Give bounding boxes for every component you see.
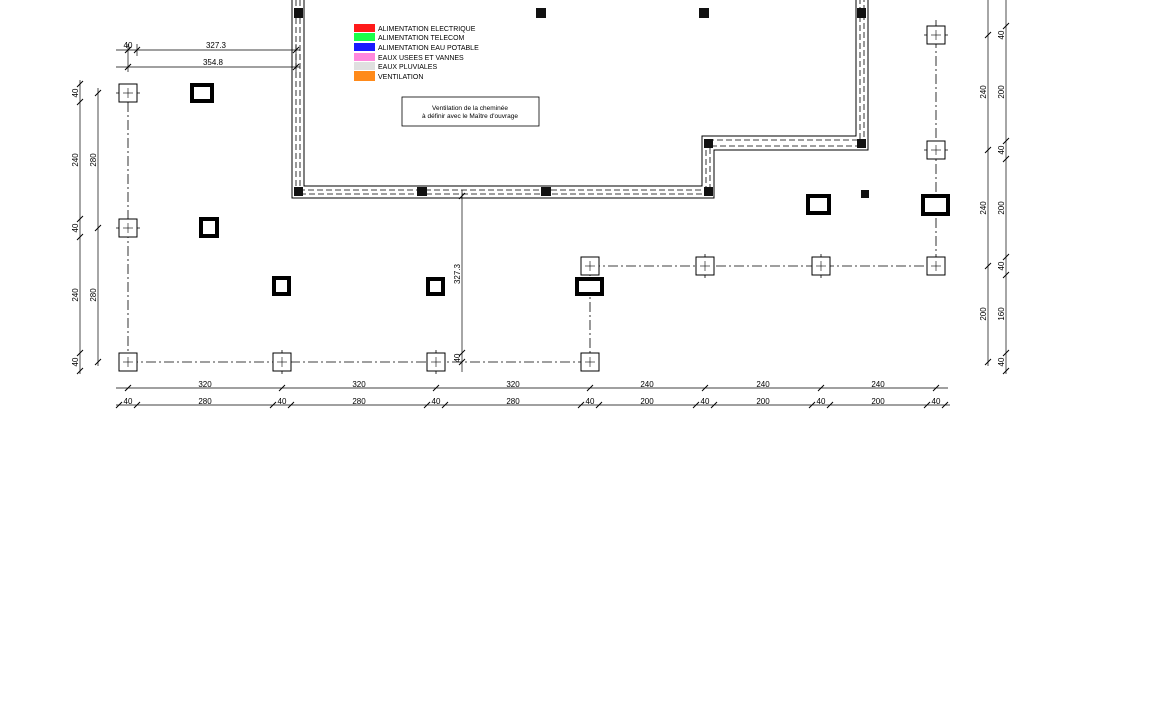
dim-label: 240	[71, 288, 80, 302]
thick-openings	[190, 83, 950, 296]
wall-post	[417, 187, 427, 196]
dim-label: 280	[198, 397, 212, 406]
dim-label: 40	[997, 261, 1006, 270]
wall-post	[536, 8, 546, 18]
legend-label: ALIMENTATION EAU POTABLE	[378, 45, 479, 52]
dim-label: 40	[71, 223, 80, 232]
dim-label: 327.3	[453, 263, 462, 284]
note-line-1: Ventilation de la cheminée	[432, 105, 508, 112]
wall-post	[699, 8, 709, 18]
legend-swatch-water	[354, 43, 375, 51]
wall-post	[704, 139, 713, 148]
wall-post	[294, 187, 303, 196]
legend-label: ALIMENTATION TELECOM	[378, 35, 465, 42]
dim-label: 40	[453, 353, 462, 362]
legend: ALIMENTATION ELECTRIQUE ALIMENTATION TEL…	[354, 24, 479, 81]
dim-label: 40	[124, 41, 133, 50]
opening	[190, 83, 214, 103]
dim-label: 40	[997, 357, 1006, 366]
wall-posts	[294, 8, 869, 198]
dim-label: 40	[997, 145, 1006, 154]
dim-label: 40	[432, 397, 441, 406]
legend-label: VENTILATION	[378, 74, 423, 81]
dim-label: 40	[124, 397, 133, 406]
dim-label: 320	[198, 380, 212, 389]
legend-swatch-wastewater	[354, 53, 375, 61]
opening	[426, 277, 445, 296]
dim-label: 280	[352, 397, 366, 406]
opening	[272, 276, 291, 296]
wall-post	[857, 139, 866, 148]
dim-label: 200	[997, 201, 1006, 215]
chimney-note: Ventilation de la cheminée à définir ave…	[401, 96, 540, 127]
opening	[921, 194, 950, 216]
dim-label: 40	[701, 397, 710, 406]
legend-label: EAUX PLUVIALES	[378, 64, 437, 71]
dim-label: 40	[71, 88, 80, 97]
dim-label: 240	[979, 85, 988, 99]
note-line-2: à définir avec le Maître d'ouvrage	[422, 113, 518, 120]
wall-post	[294, 8, 303, 18]
wall-post	[857, 8, 866, 18]
dim-label: 200	[979, 307, 988, 321]
dim-label: 40	[586, 397, 595, 406]
dim-label: 280	[89, 288, 98, 302]
dim-label: 280	[506, 397, 520, 406]
dim-label: 40	[71, 357, 80, 366]
dim-label: 40	[997, 30, 1006, 39]
dim-label: 40	[278, 397, 287, 406]
pad-crosshairs	[123, 30, 941, 367]
dim-label: 40	[932, 397, 941, 406]
wall-post	[541, 187, 551, 196]
legend-swatch-telecom	[354, 33, 375, 41]
dim-label: 200	[997, 85, 1006, 99]
dim-label: 40	[817, 397, 826, 406]
legend-label: EAUX USEES ET VANNES	[378, 55, 464, 62]
dim-label: 320	[506, 380, 520, 389]
dim-label: 200	[756, 397, 770, 406]
legend-label: ALIMENTATION ELECTRIQUE	[378, 26, 476, 33]
dim-label: 354.8	[203, 58, 224, 67]
opening	[806, 194, 831, 215]
dim-label: 327.3	[206, 41, 227, 50]
dimension-labels: 40 327.3 354.8 40 240 40 240 40 280 280 …	[71, 30, 1006, 406]
opening	[575, 277, 604, 296]
dim-label: 240	[871, 380, 885, 389]
opening	[199, 217, 219, 238]
wall-post	[704, 187, 713, 196]
dim-label: 240	[979, 201, 988, 215]
legend-swatch-electric	[354, 24, 375, 32]
dim-label: 200	[640, 397, 654, 406]
dim-label: 280	[89, 153, 98, 167]
dim-label: 160	[997, 307, 1006, 321]
dim-label: 320	[352, 380, 366, 389]
dim-label: 200	[871, 397, 885, 406]
legend-swatch-ventilation	[354, 71, 375, 81]
dim-label: 240	[756, 380, 770, 389]
building-outline	[291, 0, 869, 199]
dim-label: 240	[71, 153, 80, 167]
legend-swatch-rainwater	[354, 62, 375, 70]
dim-label: 240	[640, 380, 654, 389]
wall-post	[861, 190, 869, 198]
dimension-ticks	[76, 22, 1010, 409]
